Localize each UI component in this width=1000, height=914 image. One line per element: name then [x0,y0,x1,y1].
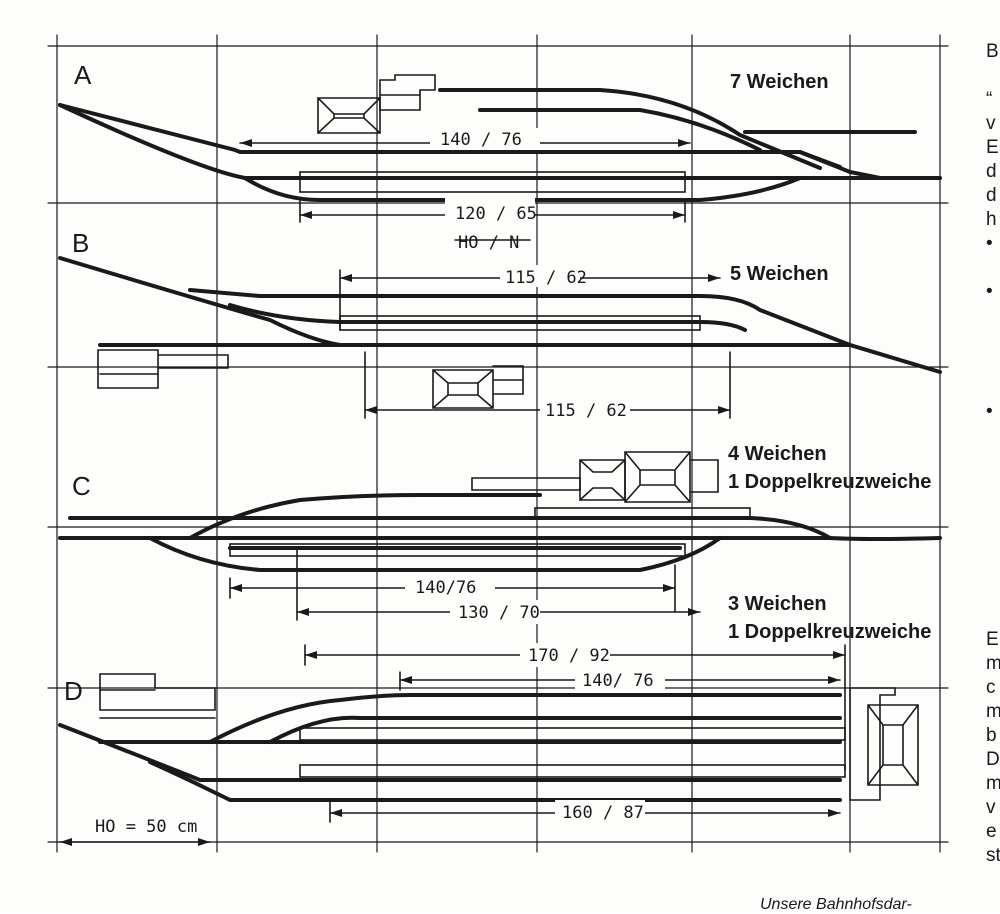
panel-b-dim-lower: 115 / 62 [545,401,627,421]
panel-d-double-slip: 1 Doppelkreuzweiche [728,621,931,643]
figure-caption: Unsere Bahnhofsdar- [760,896,912,913]
panel-a-dim-upper: 140 / 76 [440,130,522,150]
panel-a-dim-lower: 120 / 65 [455,204,537,224]
panel-a-letter: A [74,60,92,90]
panel-c-switch-count: 4 Weichen [728,443,827,465]
track-plan-diagram: A 7 Weichen 140 / 76 120 / 65 HO / N B 5… [47,34,949,853]
panel-c-dim-upper: 140/76 [415,578,476,598]
panel-c-letter: C [72,471,91,501]
panel-c-dim-lower: 130 / 70 [458,603,540,623]
panel-c-double-slip: 1 Doppelkreuzweiche [728,471,931,493]
panel-d-dim-bottom: 160 / 87 [562,803,644,823]
panel-d-letter: D [64,676,83,706]
panel-b-letter: B [72,228,89,258]
panel-d-dim-top: 170 / 92 [528,646,610,666]
panel-d-dim-middle: 140/ 76 [582,671,654,691]
panel-a-switch-count: 7 Weichen [730,71,829,93]
side-column-top: B “ v E d d h • • • [986,41,999,422]
scale-label: HO = 50 cm [95,817,197,837]
side-column-bottom: E m c m b D m v e st [986,629,1000,866]
panel-b-switch-count: 5 Weichen [730,263,829,285]
panel-b-dim-upper: 115 / 62 [505,268,587,288]
panel-a-dim-scales: HO / N [458,233,519,253]
panel-d-switch-count: 3 Weichen [728,593,827,615]
